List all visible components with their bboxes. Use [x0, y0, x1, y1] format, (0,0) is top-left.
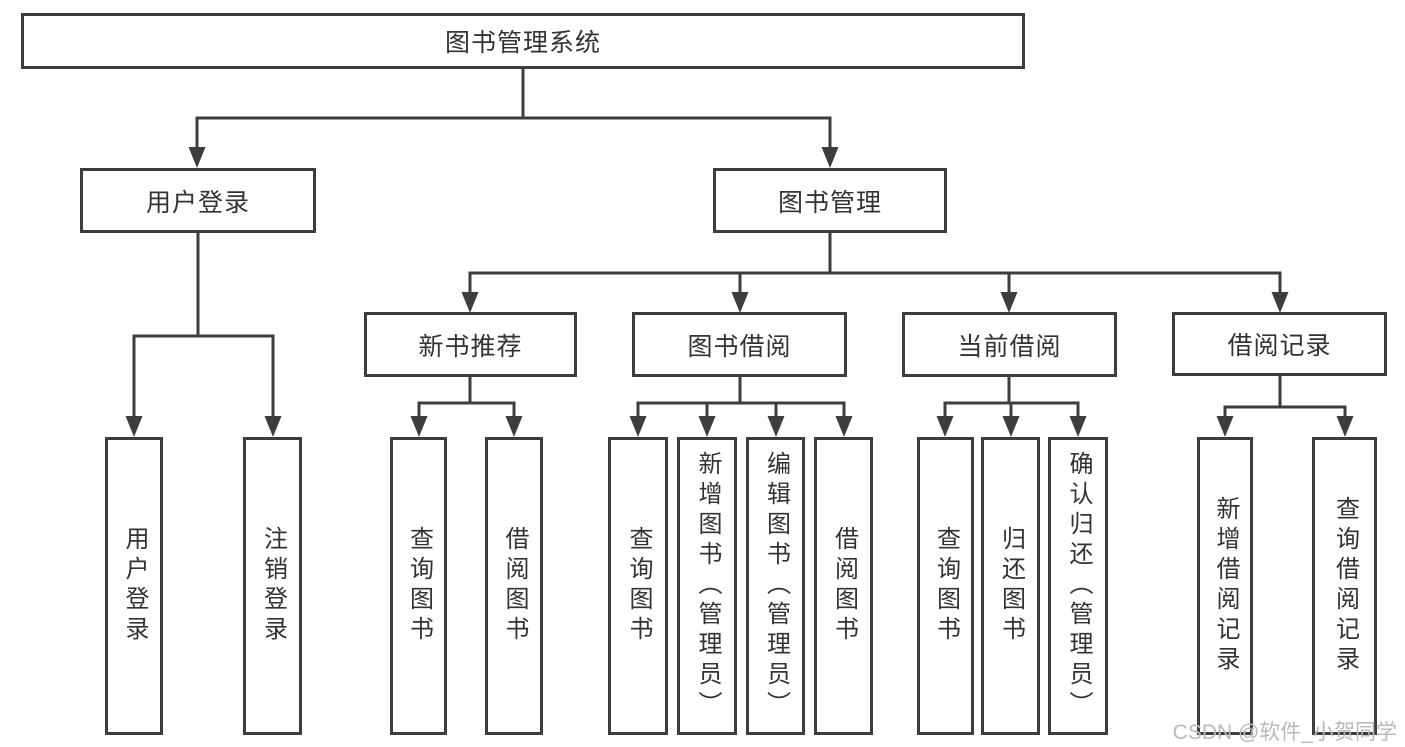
leaf-query-books-recommend: 查询图书: [390, 437, 447, 735]
connector-borrowing-records-to-children: [1216, 374, 1354, 437]
node-new-book-recommend: 新书推荐: [364, 312, 577, 377]
connector-new-book-to-children: [410, 375, 523, 437]
leaf-add-book-admin: 新增图书（管理员）: [677, 437, 737, 735]
connector-user-login-to-children: [125, 231, 282, 437]
node-book-management: 图书管理: [713, 168, 947, 233]
node-label: 查询图书: [625, 526, 652, 646]
connector-root-to-level2: [188, 67, 839, 168]
connector-current-borrowing-to-children: [936, 374, 1087, 437]
node-label: 借阅图书: [501, 526, 528, 646]
leaf-borrow-books-borrowing: 借阅图书: [814, 437, 873, 735]
node-label: 借阅记录: [1227, 332, 1332, 360]
node-label: 用户登录: [121, 526, 148, 646]
leaf-return-book: 归还图书: [981, 437, 1040, 735]
node-user-login: 用户登录: [80, 168, 316, 233]
connector-book-management-to-level3: [461, 231, 1289, 313]
leaf-edit-book-admin: 编辑图书（管理员）: [746, 437, 805, 735]
node-label: 新增借阅记录: [1212, 496, 1239, 676]
leaf-user-login: 用户登录: [105, 437, 163, 735]
node-label: 查询借阅记录: [1331, 496, 1359, 676]
node-root: 图书管理系统: [21, 13, 1025, 69]
node-label: 图书借阅: [687, 332, 792, 361]
node-label: 借阅图书: [830, 526, 858, 646]
node-label: 新书推荐: [418, 332, 523, 361]
leaf-logout: 注销登录: [243, 437, 302, 735]
leaf-query-books-borrowing: 查询图书: [608, 437, 668, 735]
node-label: 新增图书（管理员）: [694, 451, 721, 721]
node-borrowing-records: 借阅记录: [1172, 312, 1387, 376]
node-label: 用户登录: [145, 188, 250, 217]
leaf-borrow-books-recommend: 借阅图书: [485, 437, 543, 735]
node-label: 图书管理系统: [444, 29, 601, 57]
node-book-borrowing: 图书借阅: [632, 312, 847, 377]
leaf-confirm-return-admin: 确认归还（管理员）: [1048, 437, 1108, 735]
node-label: 图书管理: [777, 188, 882, 217]
node-label: 注销登录: [259, 526, 287, 646]
node-label: 查询图书: [405, 526, 433, 646]
leaf-query-borrow-record: 查询借阅记录: [1312, 437, 1377, 735]
node-label: 查询图书: [932, 526, 960, 646]
node-label: 编辑图书（管理员）: [762, 451, 790, 721]
leaf-add-borrow-record: 新增借阅记录: [1197, 437, 1253, 735]
connector-book-borrowing-to-children: [629, 375, 853, 437]
node-label: 归还图书: [997, 526, 1025, 646]
node-label: 当前借阅: [957, 332, 1062, 361]
node-label: 确认归还（管理员）: [1065, 451, 1092, 721]
node-current-borrowing: 当前借阅: [902, 312, 1117, 377]
leaf-query-books-current: 查询图书: [917, 437, 974, 735]
csdn-watermark: CSDN @软件_小贺同学: [1172, 721, 1397, 744]
